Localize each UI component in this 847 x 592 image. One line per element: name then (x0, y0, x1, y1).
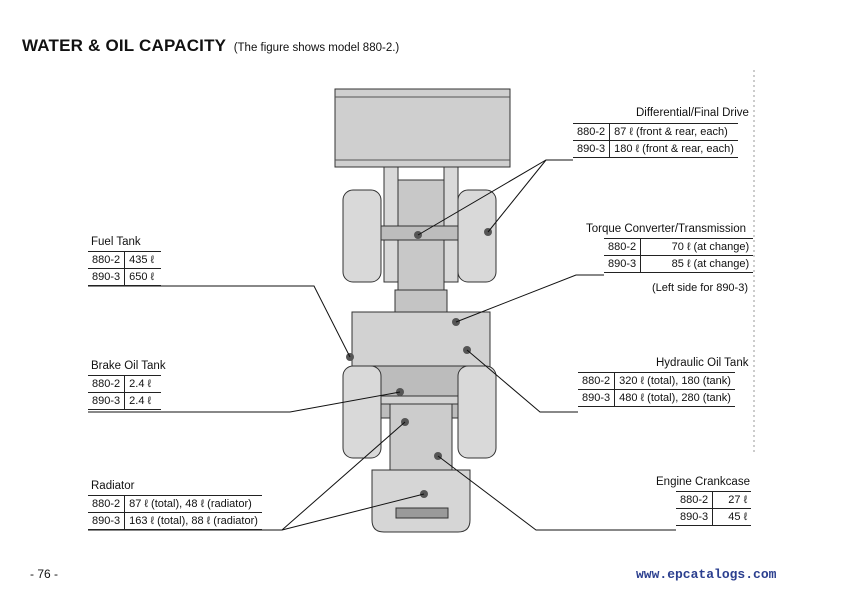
leader-brake (88, 391, 401, 413)
table-row: 880-2 27 ℓ (676, 491, 752, 509)
differential-label: Differential/Final Drive (636, 107, 749, 119)
counterweight (371, 469, 471, 533)
value-cell: 320 ℓ (total), 180 (tank) (614, 372, 735, 390)
value-cell: 2.4 ℓ (124, 375, 162, 393)
page-title-sub: (The figure shows model 880-2.) (233, 42, 400, 54)
model-cell: 880-2 (88, 251, 126, 269)
value-cell: 480 ℓ (total), 280 (tank) (614, 389, 735, 407)
brake-table: 880-2 2.4 ℓ 890-3 2.4 ℓ (88, 375, 162, 410)
value-cell: 27 ℓ (712, 491, 752, 509)
model-cell: 890-3 (88, 392, 126, 410)
fuel-table: 880-2 435 ℓ 890-3 650 ℓ (88, 251, 162, 286)
table-row: 890-3 180 ℓ (front & rear, each) (573, 140, 738, 158)
model-cell: 890-3 (88, 268, 126, 286)
table-row: 880-2 87 ℓ (total), 48 ℓ (radiator) (88, 495, 262, 513)
table-row: 890-3 480 ℓ (total), 280 (tank) (578, 389, 735, 407)
table-row: 890-3 163 ℓ (total), 88 ℓ (radiator) (88, 512, 262, 530)
hydraulic-label: Hydraulic Oil Tank (656, 357, 749, 369)
value-cell: 163 ℓ (total), 88 ℓ (radiator) (124, 512, 262, 530)
value-cell: 87 ℓ (total), 48 ℓ (radiator) (124, 495, 262, 513)
model-cell: 890-3 (604, 255, 642, 273)
table-row: 890-3 2.4 ℓ (88, 392, 162, 410)
watermark-link[interactable]: www.epcatalogs.com (636, 567, 777, 582)
torque-note: (Left side for 890-3) (652, 282, 748, 294)
value-cell: 650 ℓ (124, 268, 162, 286)
page-number: - 76 - (30, 567, 59, 581)
model-cell: 880-2 (88, 495, 126, 513)
value-cell: 180 ℓ (front & rear, each) (609, 140, 738, 158)
torque-label: Torque Converter/Transmission (586, 223, 746, 235)
value-cell: 2.4 ℓ (124, 392, 162, 410)
value-cell: 45 ℓ (712, 508, 752, 526)
engine-table: 880-2 27 ℓ 890-3 45 ℓ (676, 491, 752, 526)
radiator-grille (395, 507, 449, 519)
leader-radiator-2 (281, 493, 425, 531)
page-title-main: WATER & OIL CAPACITY (22, 36, 227, 55)
table-row: 890-3 45 ℓ (676, 508, 752, 526)
model-cell: 890-3 (676, 508, 714, 526)
leader-fuel (88, 285, 351, 358)
model-cell: 880-2 (88, 375, 126, 393)
model-cell: 890-3 (578, 389, 616, 407)
model-cell: 880-2 (676, 491, 714, 509)
leader-lines (88, 159, 676, 531)
page-title: WATER & OIL CAPACITY (The figure shows m… (22, 36, 399, 56)
value-cell: 435 ℓ (124, 251, 162, 269)
table-row: 880-2 435 ℓ (88, 251, 162, 269)
torque-table: 880-2 70 ℓ (at change) 890-3 85 ℓ (at ch… (604, 238, 754, 273)
table-row: 890-3 650 ℓ (88, 268, 162, 286)
model-cell: 890-3 (573, 140, 611, 158)
table-row: 880-2 320 ℓ (total), 180 (tank) (578, 372, 735, 390)
front-tire-right (457, 189, 497, 283)
leader-hydraulic (466, 349, 578, 413)
value-cell: 87 ℓ (front & rear, each) (609, 123, 738, 141)
table-row: 890-3 85 ℓ (at change) (604, 255, 754, 273)
leader-engine (437, 455, 676, 531)
rear-tire-right (457, 365, 497, 459)
model-cell: 880-2 (604, 238, 642, 256)
leader-diff-2 (487, 159, 547, 233)
table-row: 880-2 87 ℓ (front & rear, each) (573, 123, 738, 141)
radiator-label: Radiator (91, 480, 135, 492)
table-row: 880-2 70 ℓ (at change) (604, 238, 754, 256)
model-cell: 880-2 (573, 123, 611, 141)
bucket (334, 88, 511, 168)
model-cell: 880-2 (578, 372, 616, 390)
hydraulic-table: 880-2 320 ℓ (total), 180 (tank) 890-3 48… (578, 372, 735, 407)
rear-tire-left (342, 365, 382, 459)
engine-label: Engine Crankcase (656, 476, 750, 488)
leader-torque (455, 274, 604, 323)
radiator-table: 880-2 87 ℓ (total), 48 ℓ (radiator) 890-… (88, 495, 262, 530)
table-row: 880-2 2.4 ℓ (88, 375, 162, 393)
articulation-joint (394, 289, 448, 313)
lift-arm-left (383, 166, 399, 283)
lift-arm-right (443, 166, 459, 283)
fuel-label: Fuel Tank (91, 236, 141, 248)
brake-label: Brake Oil Tank (91, 360, 166, 372)
value-cell: 85 ℓ (at change) (640, 255, 754, 273)
loader-body (334, 88, 511, 533)
value-cell: 70 ℓ (at change) (640, 238, 754, 256)
model-cell: 890-3 (88, 512, 126, 530)
front-tire-left (342, 189, 382, 283)
differential-table: 880-2 87 ℓ (front & rear, each) 890-3 18… (573, 123, 738, 158)
